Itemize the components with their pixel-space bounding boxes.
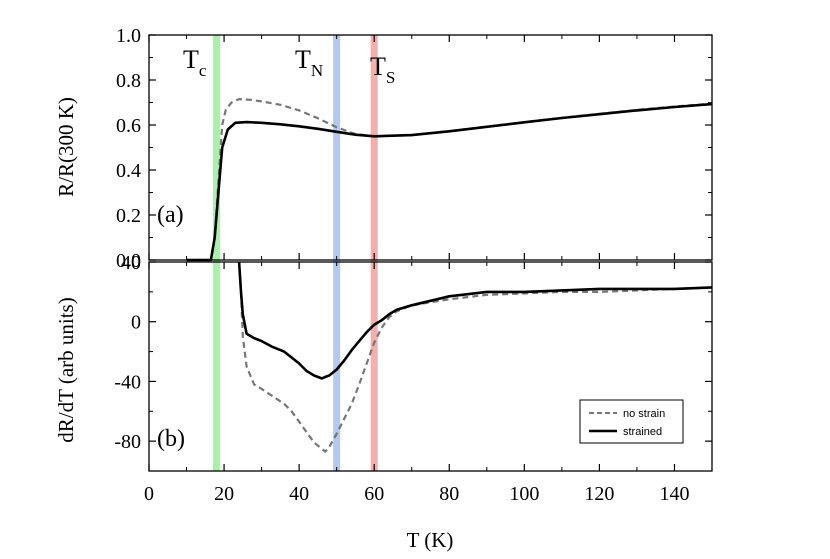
y-tick-label-b: 40 <box>121 252 141 274</box>
x-tick-label: 60 <box>364 483 384 505</box>
panel-b-ylabel: dR/dT (arb units) <box>54 297 78 442</box>
y-tick-label-a: 0.2 <box>116 205 141 227</box>
x-tick-label: 80 <box>439 483 459 505</box>
panel-a-ticks: 0.0 0.2 0.4 0.6 0.8 1.0 <box>116 25 712 272</box>
panel-b-label: (b) <box>157 426 185 452</box>
band-tc <box>213 35 221 471</box>
panel-a-series <box>186 97 713 262</box>
panel-b-frame <box>148 261 713 472</box>
x-tick-label: 120 <box>584 483 614 505</box>
legend: no strain strained <box>579 399 684 444</box>
y-tick-label-a: 0.0 <box>116 250 141 272</box>
label-tn: TN <box>295 45 323 80</box>
panel-a-label: (a) <box>157 202 184 228</box>
label-tc: Tc <box>183 45 207 80</box>
strained-line-b <box>237 261 713 380</box>
y-tick-label-b: -40 <box>114 371 141 393</box>
x-tick-label: 40 <box>289 483 309 505</box>
x-tick-label: 20 <box>214 483 234 505</box>
no-strain-line-b <box>238 261 713 453</box>
y-tick-label-b: -80 <box>114 431 141 453</box>
legend-label-strained: strained <box>623 426 662 438</box>
y-tick-label-b: 0 <box>131 312 141 334</box>
y-tick-label-a: 1.0 <box>116 25 141 47</box>
strained-line-a <box>186 102 713 262</box>
legend-box <box>579 399 684 444</box>
band-tn <box>333 35 341 471</box>
x-tick-label: 140 <box>659 483 689 505</box>
panel-b-series <box>237 261 713 453</box>
y-tick-label-a: 0.6 <box>116 115 141 137</box>
label-subscript: N <box>311 61 323 80</box>
x-axis-title: T (K) <box>407 528 454 552</box>
x-tick-label: 100 <box>509 483 539 505</box>
legend-label-no-strain: no strain <box>623 408 665 420</box>
label-subscript: c <box>199 61 207 80</box>
panel-b-ticks: 0 20 40 60 80 100 120 140 -80 -40 0 40 <box>114 252 712 505</box>
panel-b: 0 20 40 60 80 100 120 140 -80 -40 0 40 (b) dR/dT (a… <box>54 252 713 552</box>
panel-a: 0.0 0.2 0.4 0.6 0.8 1.0 (a) R/R(300 K) <box>54 25 713 272</box>
panel-a-ylabel: R/R(300 K) <box>54 97 78 197</box>
x-tick-label: 0 <box>144 483 154 505</box>
y-tick-label-a: 0.4 <box>116 160 141 182</box>
panel-a-frame <box>148 34 713 261</box>
y-tick-label-a: 0.8 <box>116 70 141 92</box>
label-subscript: S <box>386 68 395 87</box>
